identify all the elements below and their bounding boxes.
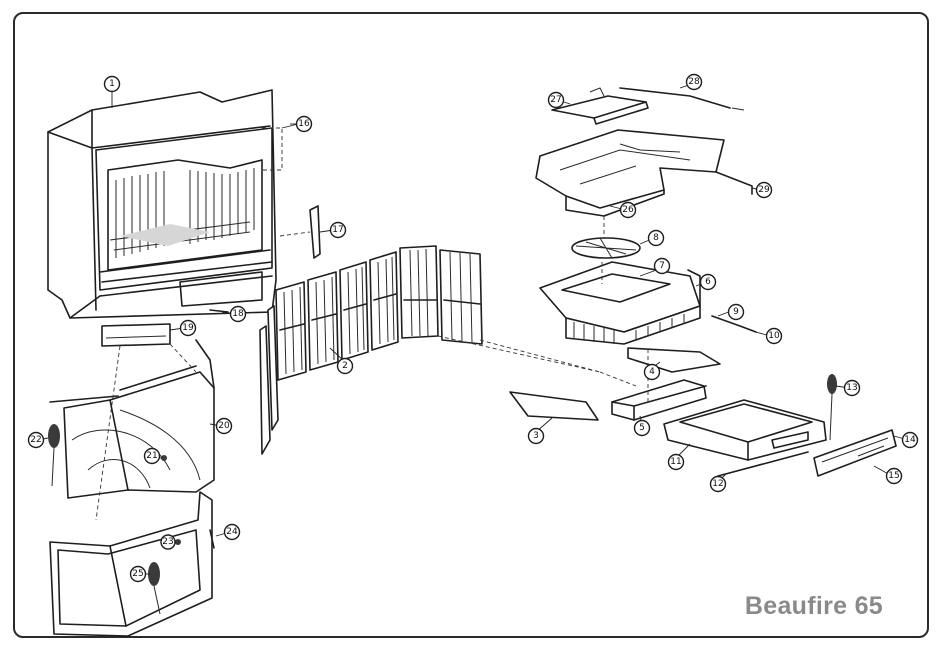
- callout-22: 22: [27, 431, 45, 449]
- svg-text:2: 2: [342, 361, 348, 371]
- callout-13: 13: [843, 379, 861, 397]
- callout-8: 8: [647, 229, 665, 247]
- svg-text:8: 8: [653, 233, 659, 243]
- svg-text:16: 16: [298, 119, 310, 129]
- svg-text:23: 23: [162, 537, 173, 547]
- svg-text:18: 18: [232, 309, 244, 319]
- part-5-brick: [611, 379, 707, 421]
- svg-text:10: 10: [768, 331, 780, 341]
- callout-24: 24: [223, 523, 241, 541]
- part-3-brick: [509, 391, 599, 421]
- part-grate-disc: [571, 237, 641, 259]
- callout-20: 20: [215, 417, 233, 435]
- part-23-nut: [175, 539, 181, 545]
- svg-text:13: 13: [846, 383, 857, 393]
- svg-text:1: 1: [109, 79, 115, 89]
- part-25-spring: [148, 562, 161, 615]
- part-28-rod: [619, 87, 731, 109]
- svg-text:15: 15: [888, 471, 899, 481]
- callout-1: 1: [103, 75, 121, 93]
- part-firebox-body: [47, 89, 277, 319]
- part-18-screw: [209, 309, 229, 313]
- part-29-rod: [715, 171, 753, 195]
- callout-11: 11: [667, 453, 685, 471]
- callout-9: 9: [727, 303, 745, 321]
- svg-text:27: 27: [550, 95, 561, 105]
- svg-text:11: 11: [670, 457, 681, 467]
- part-top-plate: [535, 129, 725, 217]
- callout-19: 19: [179, 319, 197, 337]
- part-ash-pan: [663, 399, 827, 461]
- svg-text:24: 24: [226, 527, 238, 537]
- callout-10: 10: [765, 327, 783, 345]
- svg-text:21: 21: [146, 451, 157, 461]
- part-16-bracket: [262, 127, 283, 171]
- callout-28: 28: [685, 73, 703, 91]
- svg-text:5: 5: [639, 423, 645, 433]
- svg-text:22: 22: [30, 435, 41, 445]
- svg-text:7: 7: [659, 261, 665, 271]
- callout-12: 12: [709, 475, 727, 493]
- svg-text:19: 19: [182, 323, 194, 333]
- svg-text:28: 28: [688, 77, 700, 87]
- callout-3: 3: [527, 427, 545, 445]
- callout-21: 21: [143, 447, 161, 465]
- part-side-baffles: [259, 305, 279, 455]
- part-9-lever: [711, 315, 757, 333]
- part-22-spring: [48, 424, 60, 487]
- callout-7: 7: [653, 257, 671, 275]
- callout-4: 4: [643, 363, 661, 381]
- svg-text:26: 26: [622, 205, 634, 215]
- callout-15: 15: [885, 467, 903, 485]
- callout-29: 29: [755, 181, 773, 199]
- part-27-baffle: [551, 87, 649, 125]
- brand-model-label: Beaufire 65: [744, 592, 883, 620]
- svg-text:4: 4: [649, 367, 655, 377]
- part-slide-plate: [813, 429, 897, 477]
- callout-6: 6: [699, 273, 717, 291]
- svg-text:25: 25: [132, 569, 143, 579]
- diagram-frame: [13, 12, 929, 638]
- part-21-knob: [161, 455, 167, 461]
- part-12-rod: [717, 451, 809, 477]
- part-door-frame: [49, 491, 213, 637]
- part-24-pin: [209, 529, 215, 549]
- part-4-brick: [627, 347, 721, 373]
- svg-text:14: 14: [904, 435, 916, 445]
- part-firebrick-panels: [275, 245, 601, 381]
- svg-text:6: 6: [705, 277, 711, 287]
- callout-16: 16: [295, 115, 313, 133]
- callout-27: 27: [547, 91, 565, 109]
- svg-text:17: 17: [332, 225, 343, 235]
- part-17-bracket: [279, 205, 321, 259]
- callout-17: 17: [329, 221, 347, 239]
- part-front-panel: [49, 339, 215, 499]
- callout-25: 25: [129, 565, 147, 583]
- svg-text:29: 29: [758, 185, 770, 195]
- callout-14: 14: [901, 431, 919, 449]
- callout-18: 18: [229, 305, 247, 323]
- part-13-spring: [827, 374, 837, 441]
- callout-26: 26: [619, 201, 637, 219]
- svg-text:12: 12: [712, 479, 723, 489]
- part-grate-base: [539, 261, 701, 345]
- callout-5: 5: [633, 419, 651, 437]
- callout-2: 2: [336, 357, 354, 375]
- svg-text:20: 20: [218, 421, 230, 431]
- svg-text:9: 9: [733, 307, 739, 317]
- callout-23: 23: [160, 534, 176, 550]
- part-ash-lip: [101, 323, 171, 347]
- svg-text:3: 3: [533, 431, 539, 441]
